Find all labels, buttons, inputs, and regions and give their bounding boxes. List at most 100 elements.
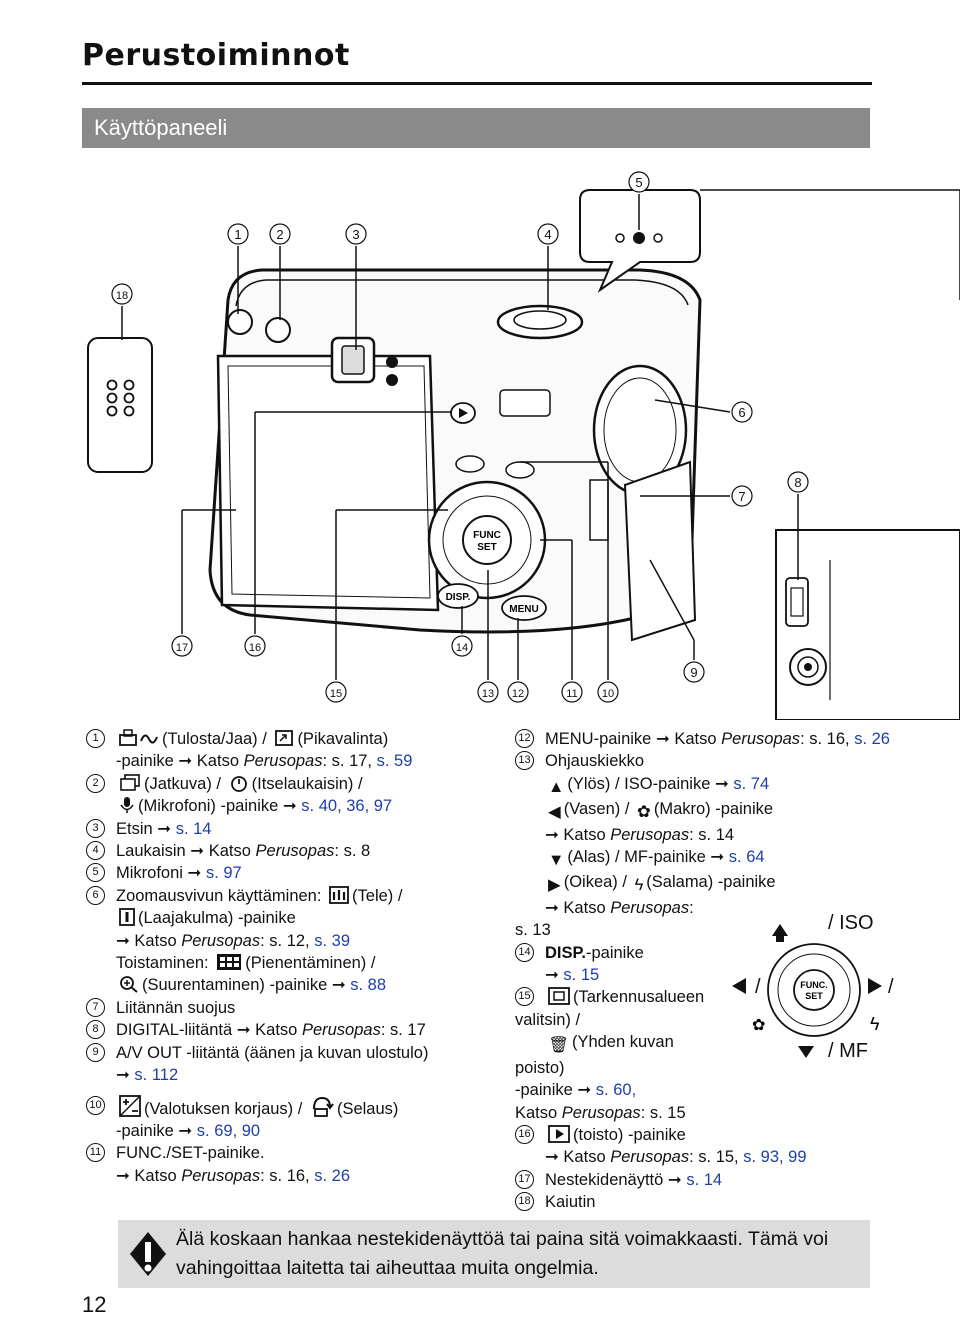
- label-16: 16: [244, 635, 266, 657]
- menu-button: [501, 595, 547, 621]
- iso-side-label: / ISO: [828, 912, 874, 934]
- caution-note: Älä koskaan hankaa nestekidenäyttöä tai …: [118, 1220, 870, 1288]
- svg-text:11: 11: [566, 688, 577, 700]
- section-header: Käyttöpaneeli: [82, 108, 870, 148]
- legend-item-1: 1 (Tulosta/Jaa) / (Pikavalinta) -painike…: [86, 728, 496, 773]
- right-arrow-icon: ▶: [548, 876, 561, 895]
- svg-text:15: 15: [330, 688, 342, 700]
- svg-text:18: 18: [116, 290, 128, 302]
- svg-text:SET: SET: [805, 991, 823, 1001]
- svg-text:17: 17: [176, 642, 188, 654]
- index-icon: [217, 954, 242, 971]
- section-title: Käyttöpaneeli: [94, 115, 228, 140]
- label-15: 15: [325, 681, 347, 703]
- svg-text:3: 3: [352, 227, 359, 242]
- label-11: 11: [561, 681, 583, 703]
- svg-text:10: 10: [602, 688, 614, 700]
- svg-text:6: 6: [738, 405, 745, 420]
- right-slash-label: /: [888, 976, 894, 998]
- terminal-cover: [623, 460, 697, 642]
- wide-icon: [119, 908, 135, 927]
- label-4: 4: [537, 223, 559, 245]
- print-button: [227, 309, 253, 335]
- shortcut-icon: [275, 730, 294, 746]
- label-2: 2: [269, 223, 291, 245]
- legend-item-16: 16 (toisto) -painike ➞ Katso Perusopas: …: [515, 1124, 935, 1169]
- func-set-button: [462, 515, 512, 565]
- svg-text:14: 14: [456, 642, 468, 654]
- af-frame-icon: [548, 987, 570, 1006]
- tele-icon: [329, 885, 349, 904]
- macro-icon-side: ✿: [752, 1017, 765, 1034]
- legend-left-column: 1 (Tulosta/Jaa) / (Pikavalinta) -painike…: [86, 728, 496, 1187]
- label-13: 13: [477, 681, 499, 703]
- continuous-button: [265, 317, 291, 343]
- label-18: 18: [111, 283, 133, 305]
- mf-side-label: / MF: [828, 1040, 868, 1062]
- left-arrow-icon: ◀: [548, 803, 561, 822]
- microphone-icon: [120, 797, 134, 814]
- label-5: 5: [628, 171, 650, 193]
- svg-text:DISP.: DISP.: [446, 592, 471, 603]
- svg-text:4: 4: [544, 227, 551, 242]
- svg-text:MENU: MENU: [509, 604, 538, 615]
- label-3: 3: [345, 223, 367, 245]
- svg-text:7: 7: [738, 489, 745, 504]
- lcd-screen: [216, 354, 440, 612]
- label-14: 14: [451, 635, 473, 657]
- svg-text:8: 8: [794, 475, 801, 490]
- svg-text:1: 1: [234, 227, 241, 242]
- svg-text:12: 12: [512, 688, 524, 700]
- label-17: 17: [171, 635, 193, 657]
- label-8: 8: [787, 471, 809, 493]
- disp-button: [437, 583, 479, 609]
- legend-item-15: 15 (Tarkennusalueen valitsin) / 🗑(Yhden …: [515, 987, 705, 1122]
- svg-text:2: 2: [276, 227, 283, 242]
- page-number: 12: [82, 1292, 107, 1317]
- label-1: 1: [227, 223, 249, 245]
- caution-icon: [130, 1232, 166, 1276]
- label-9: 9: [683, 661, 705, 683]
- speaker-inset: [87, 337, 153, 473]
- legend-item-2: 2 (Jatkuva) / (Itselaukaisin) / (Mikrofo…: [86, 773, 496, 818]
- svg-text:FUNC.: FUNC.: [800, 980, 828, 990]
- camera-diagram: FUNC SET DISP. MENU: [87, 171, 960, 720]
- exposure-icon: [119, 1094, 141, 1117]
- jump-icon: [312, 1096, 334, 1117]
- erase-icon: 🗑: [548, 1036, 569, 1055]
- label-7: 7: [731, 485, 753, 507]
- macro-icon: ✿: [637, 803, 651, 822]
- print-share-icon: [119, 729, 158, 746]
- svg-text:13: 13: [482, 688, 494, 700]
- flash-icon: ϟ: [634, 876, 644, 895]
- svg-text:5: 5: [635, 175, 642, 190]
- flash-icon-side: ϟ: [870, 1014, 880, 1034]
- self-timer-icon: [230, 775, 247, 792]
- magnify-icon: [120, 976, 138, 994]
- title-rule: [82, 82, 872, 85]
- caution-text: Älä koskaan hankaa nestekidenäyttöä tai …: [176, 1228, 829, 1279]
- label-6: 6: [731, 401, 753, 423]
- continuous-icon: [120, 774, 140, 791]
- left-slash-label: /: [755, 976, 761, 998]
- svg-text:FUNC: FUNC: [473, 530, 501, 541]
- playback-icon: [548, 1125, 570, 1143]
- label-12: 12: [507, 681, 529, 703]
- label-10: 10: [597, 681, 619, 703]
- control-dial-illustration: FUNC. SET ✿ ϟ: [732, 924, 882, 1058]
- svg-text:9: 9: [690, 665, 697, 680]
